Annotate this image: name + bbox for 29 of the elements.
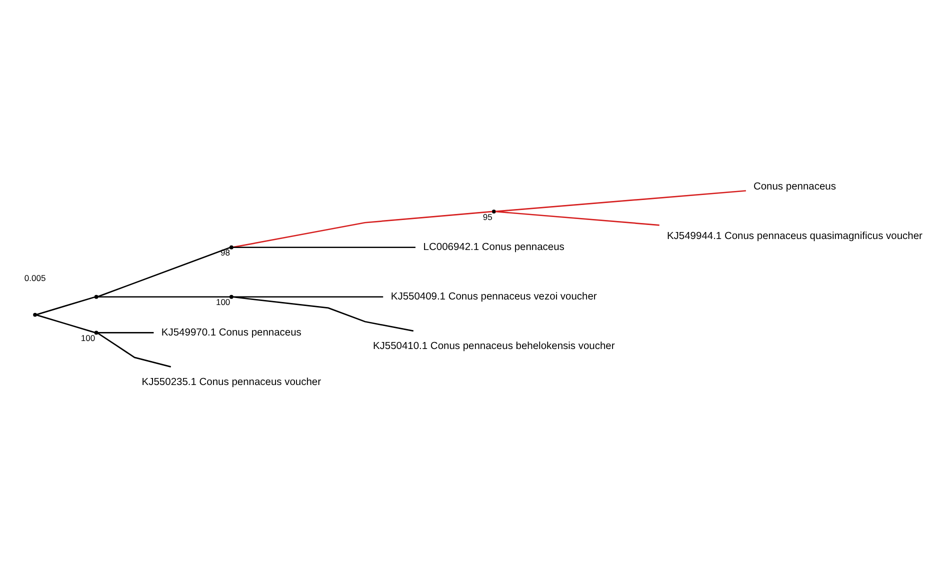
node-text: KJ549970.1 Conus pennaceus — [161, 326, 302, 338]
node-label: 100 — [80, 332, 96, 343]
connector — [36, 314, 95, 333]
node-text: KJ550235.1 Conus pennaceus voucher — [142, 376, 322, 388]
node-text: KJ550409.1 Conus pennaceus vezoi voucher — [390, 291, 597, 302]
node-point — [229, 294, 234, 298]
connector — [233, 296, 414, 332]
node-point — [94, 294, 98, 298]
connector — [98, 246, 230, 297]
node-text: KJ550410.1 Conus pennaceus behelokensis voucher — [372, 340, 615, 352]
connector — [233, 210, 492, 248]
node-point — [492, 209, 496, 213]
connector — [36, 296, 95, 315]
connector — [97, 332, 172, 367]
connector — [496, 190, 746, 212]
connector — [98, 332, 154, 333]
node-point — [94, 330, 98, 334]
node-text: LC006942.1 Conus pennaceus — [423, 242, 564, 253]
node-point — [229, 244, 234, 249]
node-label: 95 — [482, 211, 492, 222]
connector — [98, 296, 230, 298]
connector — [496, 210, 660, 226]
node-point — [33, 312, 37, 316]
connector — [233, 246, 416, 248]
node-label: 100 — [216, 296, 230, 307]
label: 0.005 — [24, 272, 46, 283]
connector — [233, 296, 384, 298]
node-text: KJ549944.1 Conus pennaceus quasimagnificus voucher — [666, 230, 922, 242]
node-text: Conus pennaceus — [753, 180, 836, 192]
